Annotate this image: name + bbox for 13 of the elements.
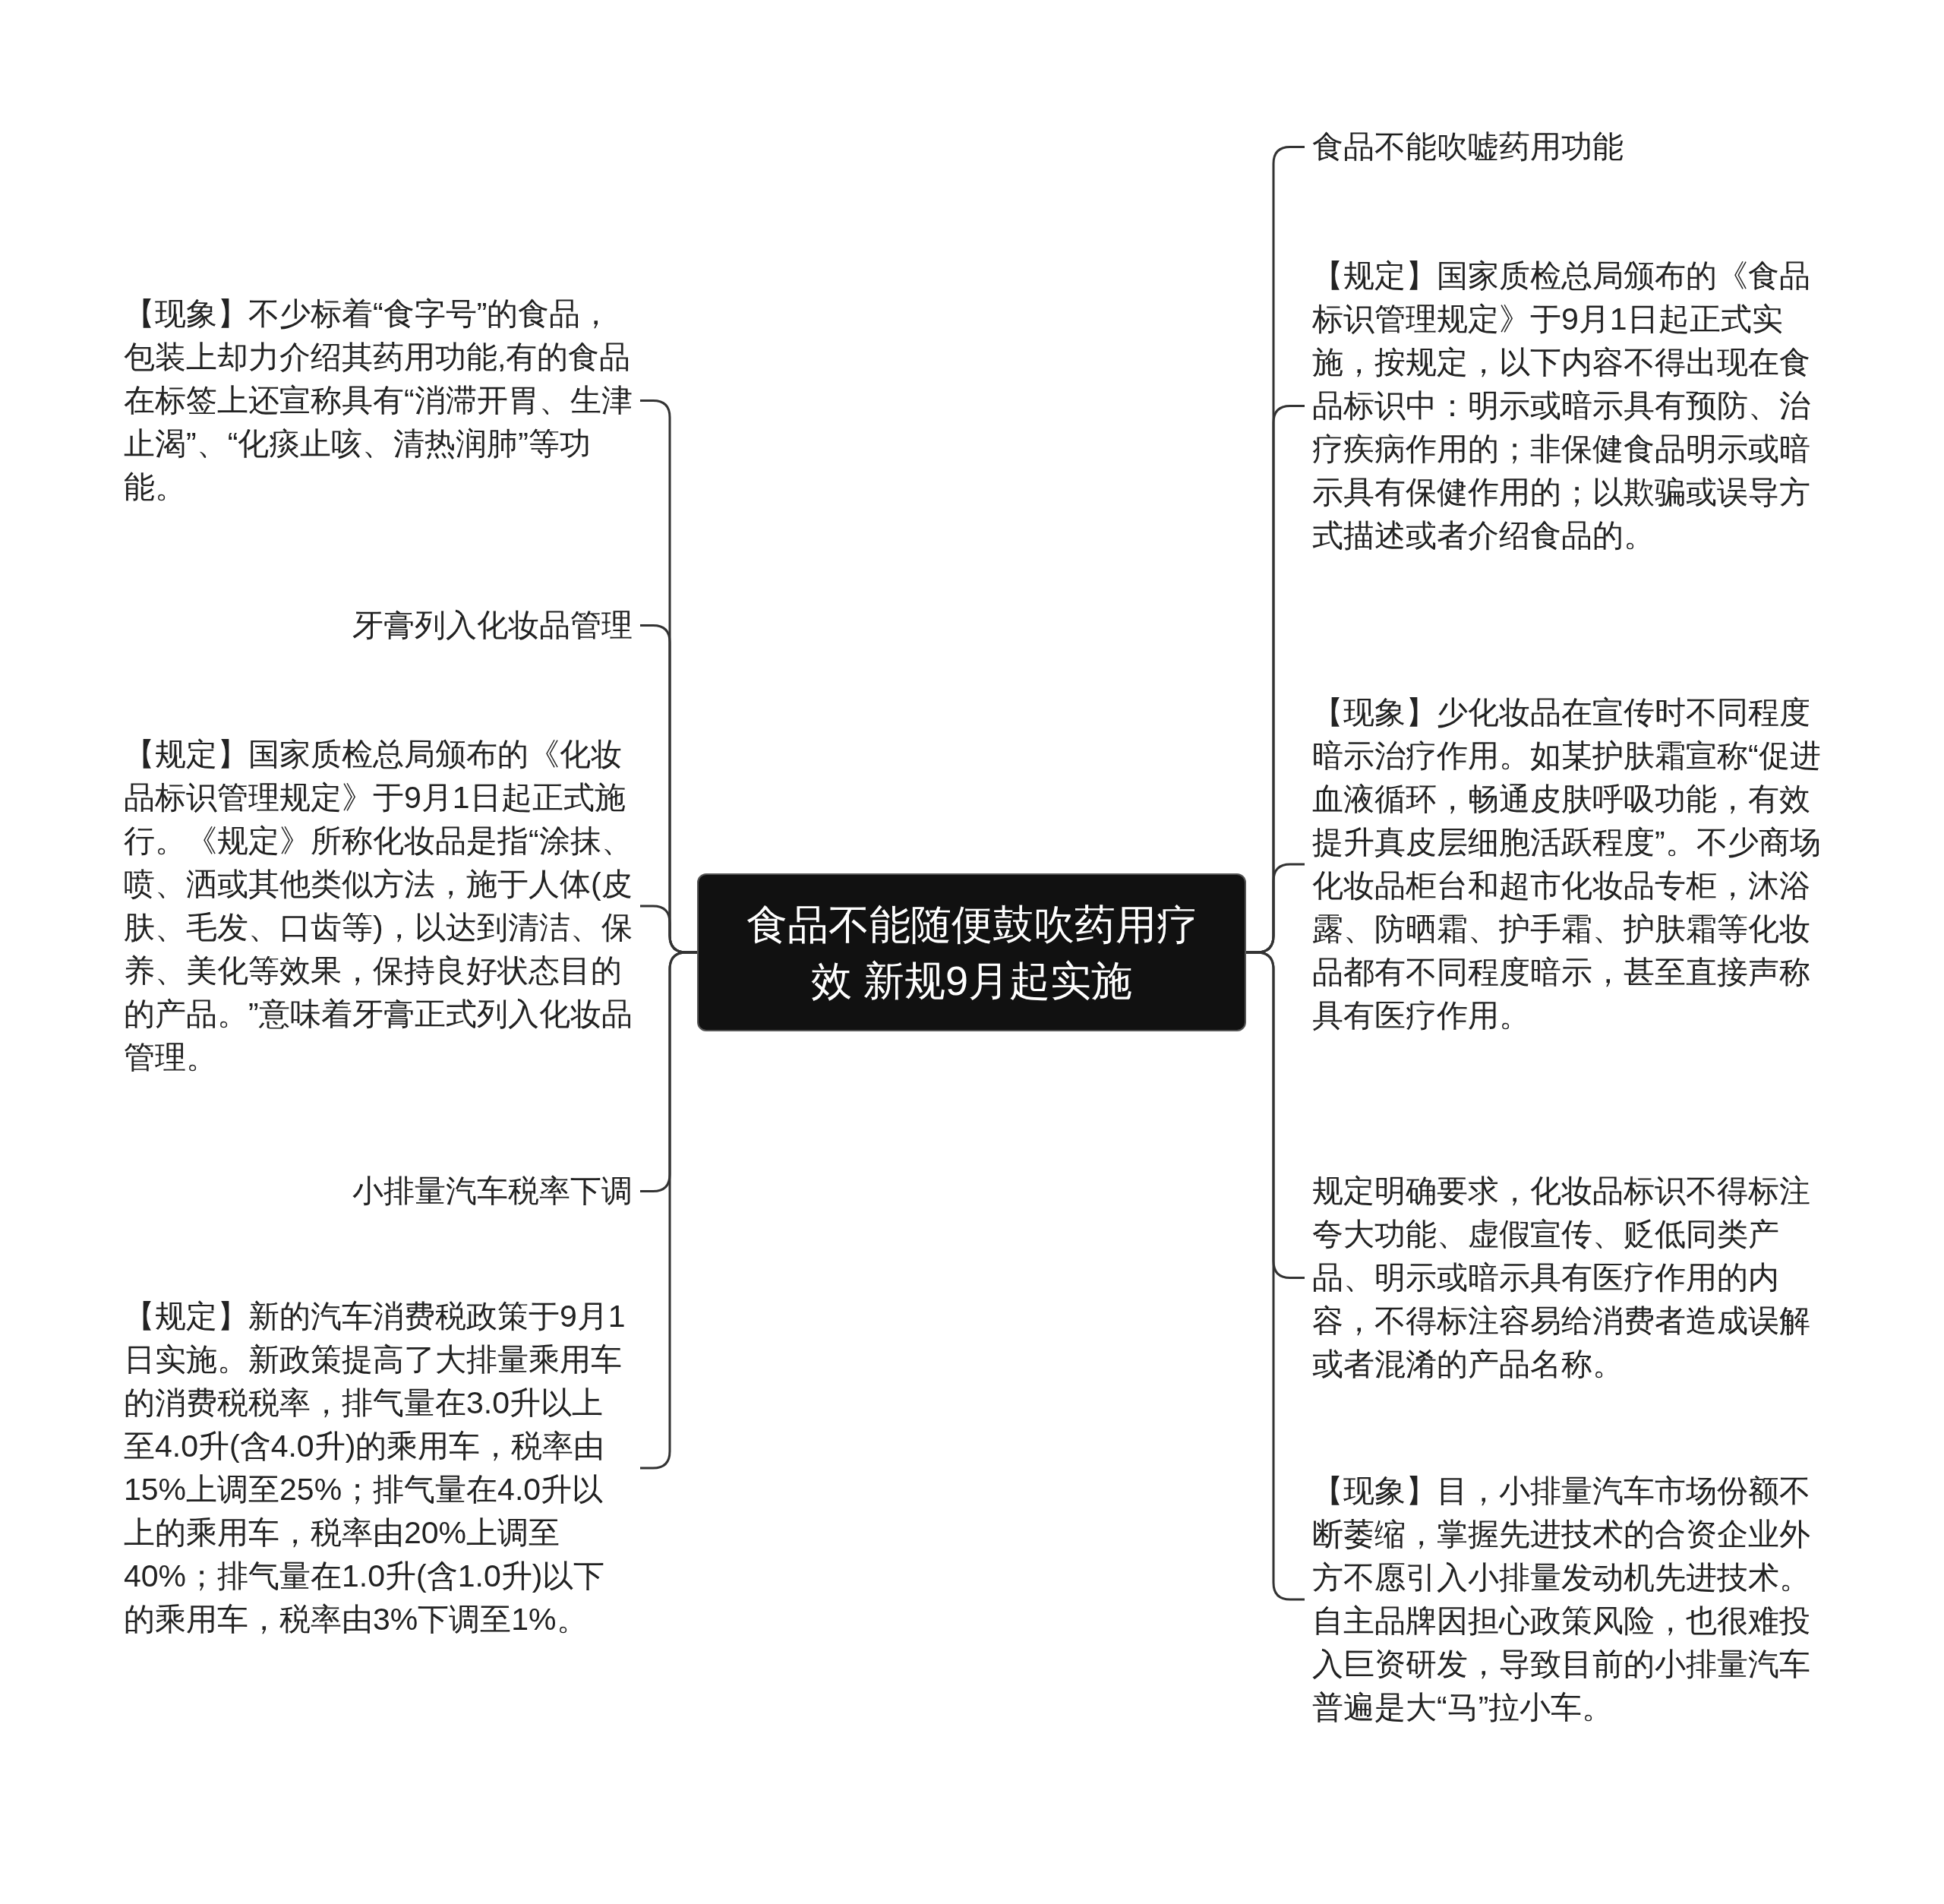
topic-text: 小排量汽车税率下调 bbox=[329, 1170, 633, 1213]
topic-text: 牙膏列入化妆品管理 bbox=[329, 604, 633, 647]
topic-text: 【规定】新的汽车消费税政策于9月1日实施。新政策提高了大排量乘用车的消费税税率，排气量在3.0升以上至4.0升(含4.0升)的乘用车，税率由15%上调至25%；排气量在4.0升以上的乘用车，税率由20%上调至40%；排气量在1.0升(含1.0升)以下的乘用车，税率由3%下调至1%。 bbox=[124, 1295, 633, 1641]
connector-line bbox=[640, 951, 697, 1470]
topic-text: 【现象】不少标着“食字号”的食品，包装上却力介绍其药用功能,有的食品在标签上还宣称具有“消滞开胃、生津止渴”、“化痰止咳、清热润肺”等功能。 bbox=[124, 292, 633, 509]
topic-text: 【规定】国家质检总局颁布的《化妆品标识管理规定》于9月1日起正式施行。《规定》所称化妆品是指“涂抹、喷、洒或其他类似方法，施于人体(皮肤、毛发、口齿等)，以达到清洁、保养、美化等效果，保持良好状态目的的产品。”意味着牙膏正式列入化妆品管理。 bbox=[124, 733, 633, 1079]
topic-text: 规定明确要求，化妆品标识不得标注夸大功能、虚假宣传、贬低同类产品、明示或暗示具有医疗作用的内容，不得标注容易给消费者造成误解或者混淆的产品名称。 bbox=[1312, 1170, 1829, 1386]
topic-text: 【现象】目，小排量汽车市场份额不断萎缩，掌握先进技术的合资企业外方不愿引入小排量发动机先进技术。自主品牌因担心政策风险，也很难投入巨资研发，导致目前的小排量汽车普遍是大“马”拉小车。 bbox=[1312, 1470, 1829, 1729]
topic-text: 【现象】少化妆品在宣传时不同程度暗示治疗作用。如某护肤霜宣称“促进血液循环，畅通皮肤呼吸功能，有效提升真皮层细胞活跃程度”。不少商场化妆品柜台和超市化妆品专柜，沐浴露、防晒霜、护手霜、护肤霜等化妆品都有不同程度暗示，甚至直接声称具有医疗作用。 bbox=[1312, 691, 1829, 1037]
topic-text: 【规定】国家质检总局颁布的《食品标识管理规定》于9月1日起正式实施，按规定，以下内容不得出现在食品标识中：明示或暗示具有预防、治疗疾病作用的；非保健食品明示或暗示具有保健作用的；以欺骗或误导方式描述或者介绍食品的。 bbox=[1312, 254, 1829, 557]
topic-text: 食品不能吹嘘药用功能 bbox=[1312, 125, 1829, 169]
central-topic: 食品不能随便鼓吹药用疗效 新规9月起实施 bbox=[697, 873, 1246, 1031]
connector-line bbox=[1246, 951, 1305, 1601]
